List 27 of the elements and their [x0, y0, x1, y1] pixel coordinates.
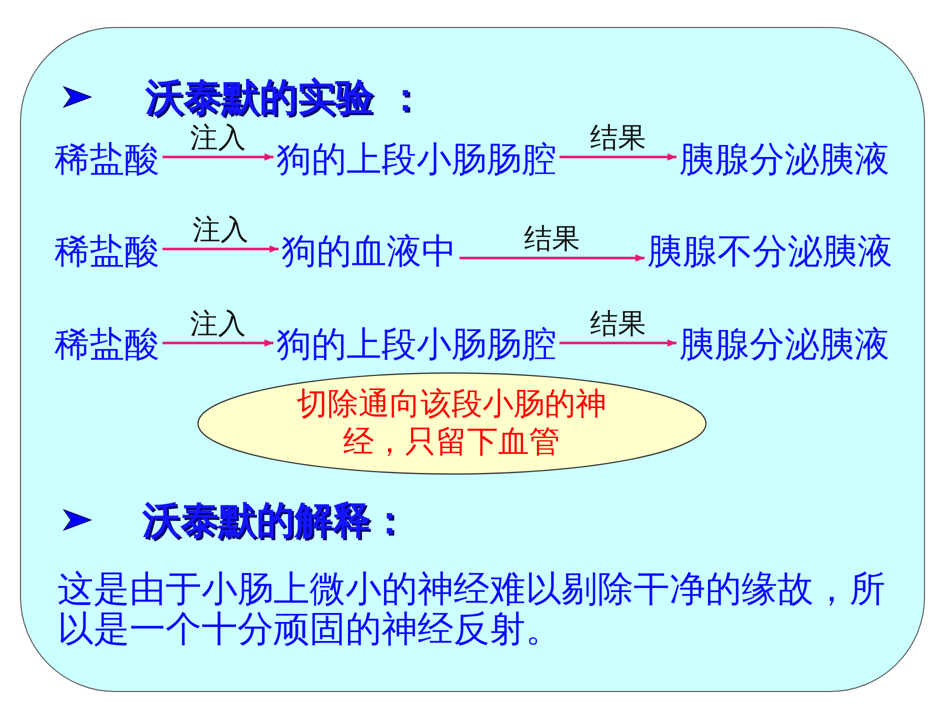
edge-label: 结果	[522, 224, 582, 254]
edge-label: 注入	[188, 309, 248, 339]
step-text: 稀盐酸	[52, 230, 162, 274]
section-heading: 沃泰默的解释：	[142, 496, 408, 544]
rounded-panel	[20, 27, 925, 692]
step-text: 狗的上段小肠肠腔	[274, 138, 560, 182]
arrow	[162, 339, 274, 347]
edge-label: 结果	[588, 309, 648, 339]
note-text: 切除通向该段小肠的神经，只留下血管	[296, 385, 608, 461]
arrow	[162, 245, 278, 253]
step-text: 稀盐酸	[52, 322, 162, 366]
edge-label: 注入	[188, 123, 248, 153]
arrow	[460, 254, 644, 262]
step-text: 狗的血液中	[278, 230, 460, 274]
arrow	[162, 153, 274, 161]
section-heading: 沃泰默的实验 ：	[146, 74, 425, 120]
step-text: 胰腺分泌胰液	[676, 322, 892, 366]
step-text: 稀盐酸	[52, 138, 162, 182]
paragraph: 这是由于小肠上微小的神经难以剔除干净的缘故，所以是一个十分顽固的神经反射。	[58, 570, 886, 650]
step-text: 胰腺分泌胰液	[676, 138, 892, 182]
arrow	[560, 153, 676, 161]
step-text: 狗的上段小肠肠腔	[274, 322, 560, 366]
arrow	[560, 339, 676, 347]
edge-label: 注入	[190, 215, 250, 245]
step-text: 胰腺不分泌胰液	[644, 230, 896, 274]
oval-callout	[196, 372, 706, 474]
edge-label: 结果	[588, 123, 648, 153]
